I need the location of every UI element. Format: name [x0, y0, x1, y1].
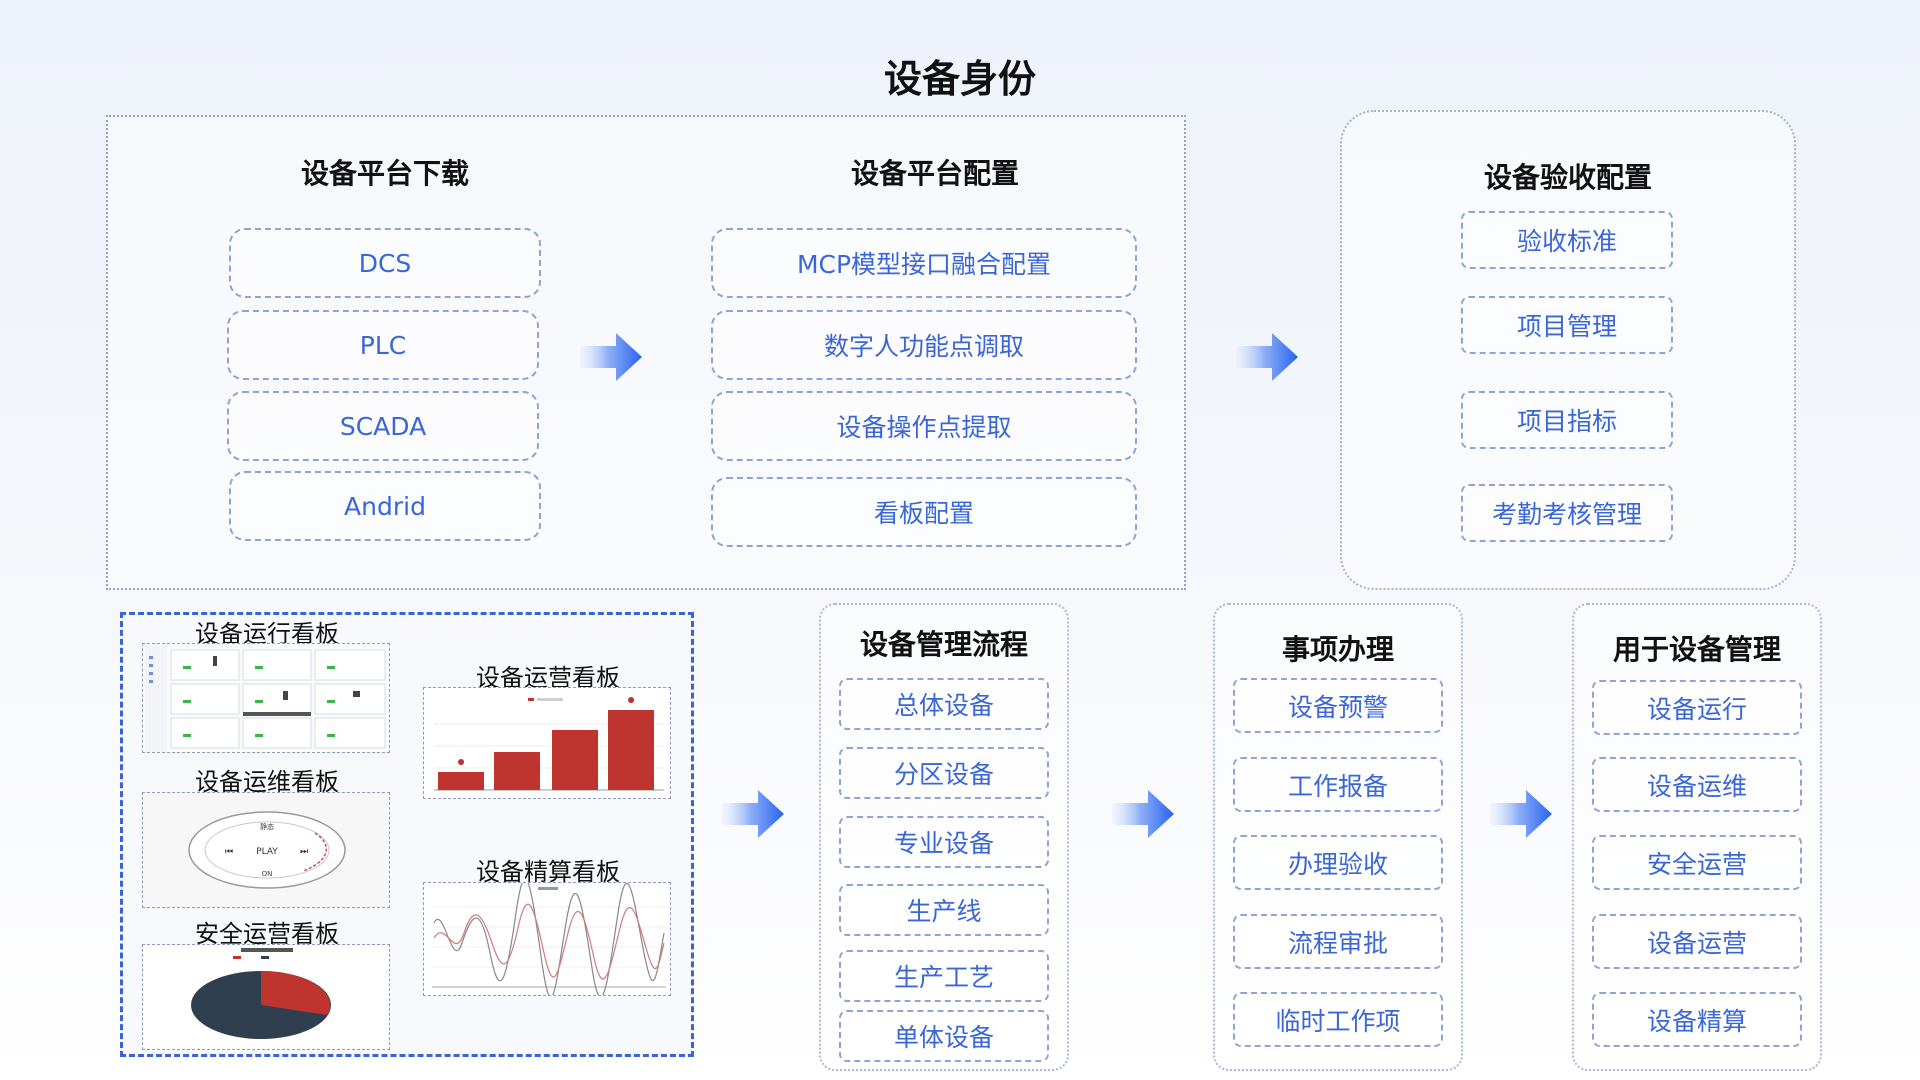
- usage-heading: 用于设备管理: [1612, 633, 1781, 666]
- acceptance-item-indicator[interactable]: 项目指标: [1461, 391, 1673, 449]
- acceptance-item-project[interactable]: 项目管理: [1461, 296, 1673, 354]
- dashboard-safety-thumb[interactable]: [142, 944, 390, 1050]
- download-item-dcs[interactable]: DCS: [229, 228, 541, 298]
- matters-item-approval[interactable]: 流程审批: [1233, 914, 1443, 969]
- dashboard-operation-thumb[interactable]: [142, 643, 390, 753]
- dashboard-settlement-label: 设备精算看板: [476, 858, 620, 886]
- acceptance-item-attendance[interactable]: 考勤考核管理: [1461, 484, 1673, 542]
- download-item-plc[interactable]: PLC: [227, 310, 539, 380]
- flow-item-professional[interactable]: 专业设备: [839, 816, 1049, 868]
- player-center-text: PLAY: [256, 847, 278, 857]
- dashboard-safety-label: 安全运营看板: [195, 920, 339, 948]
- config-heading: 设备平台配置: [850, 157, 1019, 190]
- config-item-board[interactable]: 看板配置: [711, 477, 1137, 547]
- usage-item-settlement[interactable]: 设备精算: [1592, 992, 1802, 1047]
- svg-text:⏭: ⏭: [300, 847, 308, 857]
- flow-item-overall[interactable]: 总体设备: [839, 678, 1049, 730]
- usage-item-maintenance[interactable]: 设备运维: [1592, 757, 1802, 812]
- flow-item-zone[interactable]: 分区设备: [839, 747, 1049, 799]
- flow-item-line[interactable]: 生产线: [839, 884, 1049, 936]
- player-top-text: 静态: [260, 822, 274, 831]
- right-arrow-icon: [1236, 333, 1298, 381]
- acceptance-heading: 设备验收配置: [1483, 161, 1652, 194]
- download-heading: 设备平台下载: [300, 157, 469, 190]
- usage-item-operation[interactable]: 设备运行: [1592, 680, 1802, 735]
- flow-item-process[interactable]: 生产工艺: [839, 950, 1049, 1002]
- acceptance-item-standard[interactable]: 验收标准: [1461, 211, 1673, 269]
- dashboard-settlement-thumb[interactable]: [423, 882, 671, 996]
- matters-item-temporary[interactable]: 临时工作项: [1233, 992, 1443, 1047]
- download-item-andrid[interactable]: Andrid: [229, 471, 541, 541]
- matters-item-warning[interactable]: 设备预警: [1233, 678, 1443, 733]
- matters-heading: 事项办理: [1281, 633, 1394, 666]
- matters-item-acceptance[interactable]: 办理验收: [1233, 835, 1443, 890]
- matters-item-report[interactable]: 工作报备: [1233, 757, 1443, 812]
- flow-heading: 设备管理流程: [859, 628, 1028, 661]
- usage-item-safety[interactable]: 安全运营: [1592, 835, 1802, 890]
- dashboard-business-thumb[interactable]: [423, 687, 671, 799]
- svg-text:⏮: ⏮: [225, 847, 233, 857]
- download-item-scada[interactable]: SCADA: [227, 391, 539, 461]
- right-arrow-icon: [1490, 790, 1552, 838]
- flow-item-unit[interactable]: 单体设备: [839, 1010, 1049, 1062]
- page-title: 设备身份: [883, 57, 1036, 101]
- right-arrow-icon: [722, 790, 784, 838]
- config-item-operation-point[interactable]: 设备操作点提取: [711, 391, 1137, 461]
- right-arrow-icon: [580, 333, 642, 381]
- usage-item-business[interactable]: 设备运营: [1592, 914, 1802, 969]
- config-item-digital-human[interactable]: 数字人功能点调取: [711, 310, 1137, 380]
- dashboard-maintenance-thumb[interactable]: 静态 PLAY ON ⏮ ⏭: [142, 792, 390, 908]
- player-bottom-text: ON: [262, 870, 273, 878]
- config-item-mcp[interactable]: MCP模型接口融合配置: [711, 228, 1137, 298]
- dashboard-maintenance-label: 设备运维看板: [195, 768, 339, 796]
- right-arrow-icon: [1112, 790, 1174, 838]
